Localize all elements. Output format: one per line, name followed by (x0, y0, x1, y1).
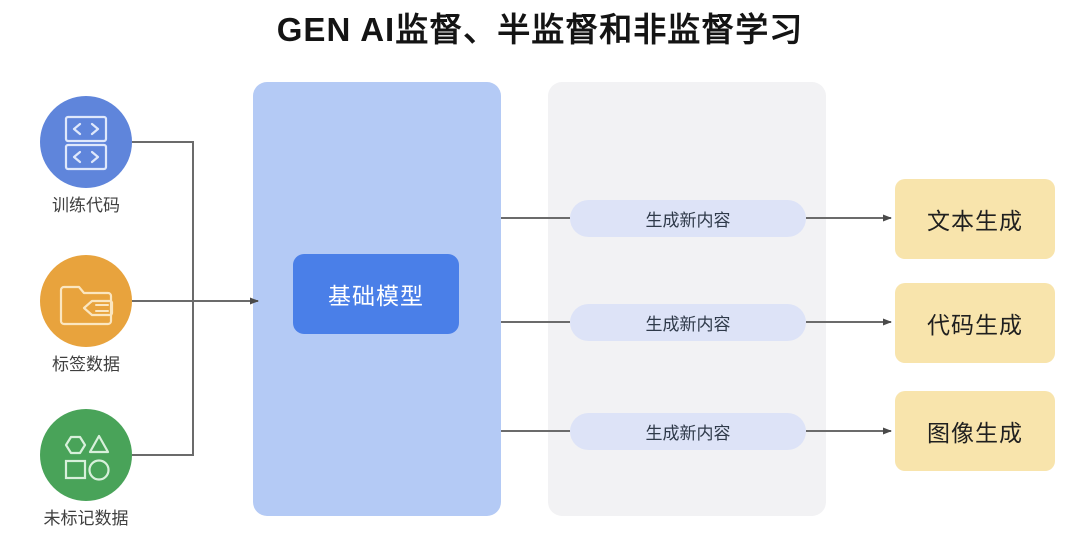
output-box-text-generation[interactable]: 文本生成 (895, 179, 1055, 259)
process-panel (548, 82, 826, 516)
code-brackets-icon (64, 115, 108, 171)
output-box-code-generation[interactable]: 代码生成 (895, 283, 1055, 363)
output-box-image-generation[interactable]: 图像生成 (895, 391, 1055, 471)
source-icon-circle-green (40, 409, 132, 501)
foundation-model-box[interactable]: 基础模型 (293, 254, 459, 334)
folder-tag-icon (59, 285, 114, 326)
shapes-icon (64, 434, 110, 481)
source-node-labeled-data[interactable]: 标签数据 (16, 255, 156, 376)
process-pill[interactable]: 生成新内容 (570, 200, 806, 237)
process-pill[interactable]: 生成新内容 (570, 413, 806, 450)
foundation-model-label: 基础模型 (328, 283, 424, 309)
output-label: 文本生成 (927, 208, 1023, 234)
process-pill-label: 生成新内容 (645, 315, 731, 334)
source-label: 标签数据 (52, 355, 120, 374)
source-node-unlabeled-data[interactable]: 未标记数据 (16, 409, 156, 530)
source-icon-circle-orange (40, 255, 132, 347)
source-label: 未标记数据 (43, 509, 129, 528)
process-pill-label: 生成新内容 (645, 424, 731, 443)
source-node-training-code[interactable]: 训练代码 (16, 96, 156, 217)
page-title: GEN AI监督、半监督和非监督学习 (276, 11, 804, 48)
process-pill-label: 生成新内容 (645, 211, 731, 230)
process-pill[interactable]: 生成新内容 (570, 304, 806, 341)
source-label: 训练代码 (52, 196, 120, 215)
source-icon-circle-blue (40, 96, 132, 188)
output-label: 图像生成 (927, 420, 1023, 446)
output-label: 代码生成 (927, 312, 1023, 338)
